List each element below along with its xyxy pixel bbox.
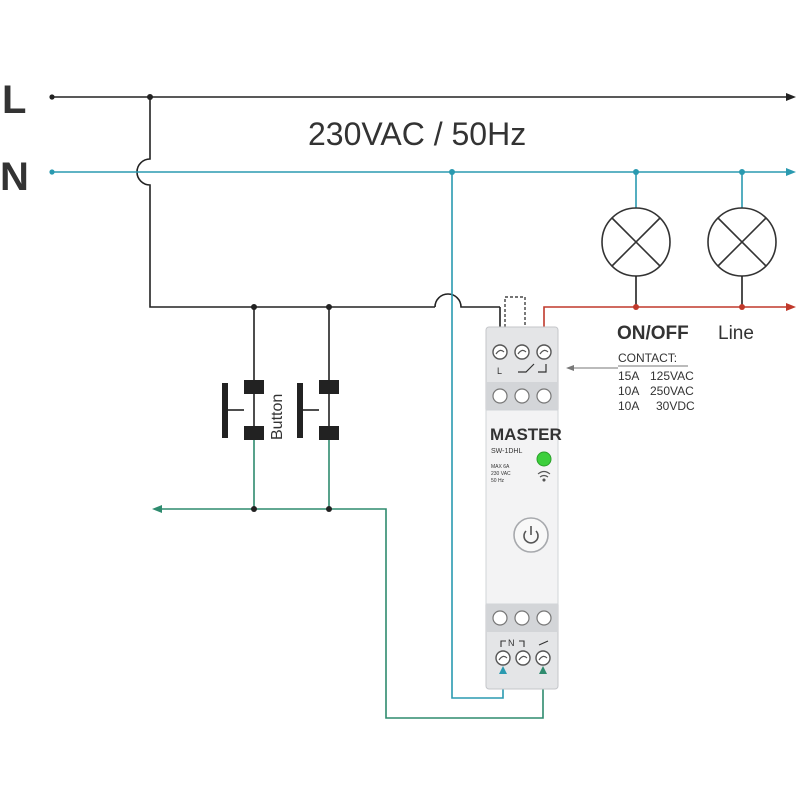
contact-voltage: 125VAC [650,369,694,383]
bottom-bracket-symbol [500,640,549,647]
phase-junction [251,304,257,310]
terminal-arrow [539,666,547,674]
button-signal-wire [160,508,544,719]
contact-current: 10A [618,384,639,398]
supply-voltage-label: 230VAC / 50Hz [308,116,526,152]
phase-junction [326,304,332,310]
spec-pointer-arrow [566,365,574,371]
button-signal-arrow [152,505,162,513]
screw-terminal-icon [536,344,552,360]
lamp-icon [707,207,777,277]
contact-voltage: 30VDC [656,399,695,413]
relay-contact-symbol [518,363,547,373]
bottom-terminal-label: N [508,638,515,648]
contact-title: CONTACT: [618,351,677,365]
contact-voltage: 250VAC [650,384,694,398]
switched-line-arrow [786,303,796,311]
push-button-icon [297,380,339,509]
screw-terminal-icon [492,344,508,360]
contact-current: 15A [618,369,639,383]
neutral-arrow [786,168,796,176]
wifi-icon [537,470,551,482]
screw-hole-icon [536,610,552,626]
screw-hole-icon [514,610,530,626]
phase-label: L [2,78,26,122]
switched-junction [739,304,745,310]
push-button-icon [222,380,264,509]
neutral-junction [739,169,745,175]
button-junction [251,506,257,512]
relay-module: L MASTER SW-1DHL MAX 6A 230 VAC 50 Hz [485,326,562,690]
spec-line: 230 VAC [491,471,511,477]
phase-wire [52,96,790,380]
neutral-start-dot [49,169,55,175]
status-led [536,451,552,467]
line-label: Line [718,323,754,344]
screw-terminal-icon [515,650,531,666]
contact-current: 10A [618,399,639,413]
neutral-label: N [0,155,29,199]
phase-start-dot [49,94,55,100]
brand-logo: MASTER [490,425,562,444]
lamp-return-wires [635,276,743,307]
neutral-junction [633,169,639,175]
power-icon [523,526,539,544]
model-label: SW-1DHL [491,448,522,455]
contact-spec: CONTACT: 15A 125VAC 10A 250VAC 10A 30VDC [618,351,695,413]
top-terminal-label: L [497,366,502,376]
screw-hole-icon [492,388,508,404]
screw-terminal-icon [495,650,511,666]
spec-line: 50 Hz [491,478,505,484]
phase-junction [147,94,153,100]
phase-arrow [786,93,796,101]
screw-hole-icon [514,388,530,404]
button-label: Button [269,394,286,440]
neutral-junction [449,169,455,175]
screw-terminal-icon [535,650,551,666]
spec-line: MAX 6A [491,464,510,470]
screw-hole-icon [536,388,552,404]
switched-junction [633,304,639,310]
neutral-wire [52,171,790,699]
screw-terminal-icon [514,344,530,360]
terminal-arrow [499,666,507,674]
lamp-icon [601,207,671,277]
on-off-label: ON/OFF [617,323,689,344]
power-button[interactable] [513,517,549,553]
screw-hole-icon [492,610,508,626]
button-junction [326,506,332,512]
